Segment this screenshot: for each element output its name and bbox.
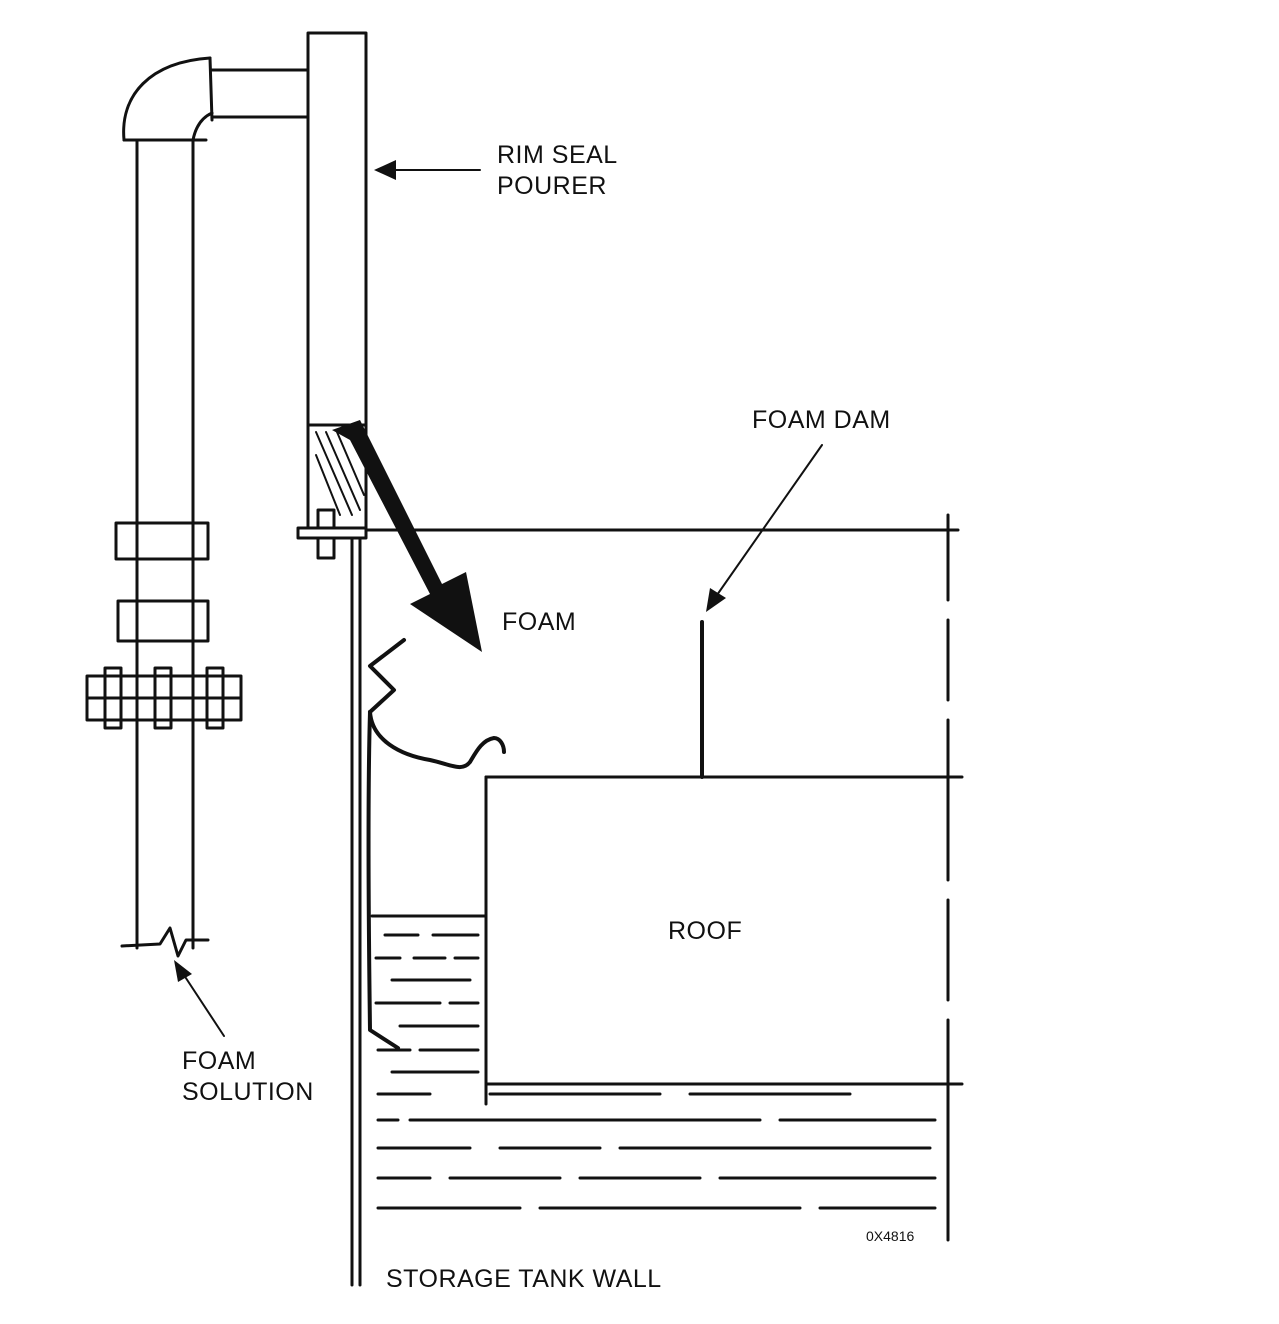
pipe-elbow: [124, 58, 308, 140]
leader-foam-solution: [178, 966, 224, 1036]
arrowhead-foam-solution: [174, 960, 192, 982]
figure-code: 0X4816: [866, 1228, 915, 1244]
leader-foam-dam: [710, 445, 822, 605]
pipe-flange: [87, 668, 241, 728]
label-rim-seal-pourer-line2: POURER: [497, 172, 607, 200]
pourer-outlet: [316, 432, 364, 515]
arrowhead-rim-seal-pourer: [374, 160, 396, 180]
floating-roof: [486, 777, 962, 1104]
label-foam-solution-line1: FOAM: [182, 1047, 257, 1075]
label-rim-seal-pourer-line1: RIM SEAL: [497, 141, 618, 169]
liquid-product: [372, 916, 935, 1208]
label-foam: FOAM: [502, 608, 577, 636]
pipe-coupling-upper: [116, 523, 208, 559]
label-foam-dam: FOAM DAM: [752, 406, 891, 434]
pipe-coupling-lower: [118, 601, 208, 641]
label-rim-seal-pourer: RIM SEAL POURER: [497, 140, 618, 202]
mounting-bracket: [298, 510, 366, 558]
label-foam-solution: FOAM SOLUTION: [182, 1046, 314, 1108]
rim-seal: [369, 640, 505, 1048]
arrowhead-foam-dam: [706, 588, 726, 612]
label-roof: ROOF: [668, 917, 743, 945]
label-storage-tank-wall: STORAGE TANK WALL: [386, 1265, 662, 1293]
foam-flow-arrow: [332, 420, 482, 652]
foam-solution-pipe: [122, 140, 208, 956]
label-foam-solution-line2: SOLUTION: [182, 1078, 314, 1106]
storage-tank-wall: [352, 538, 360, 1285]
